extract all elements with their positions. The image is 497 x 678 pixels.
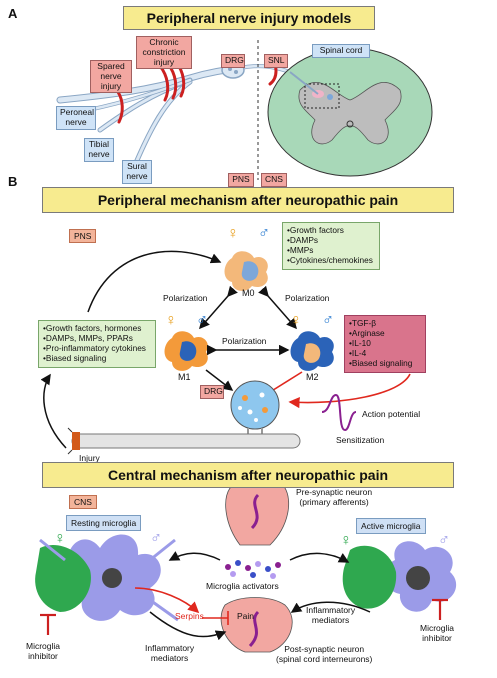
pre-synaptic-neuron <box>225 481 290 546</box>
m2-male-symbol: ♂ <box>322 312 334 329</box>
polarization-label-middle: Polarization <box>222 336 267 346</box>
microglia-inhibitor-right: Microglia inhibitor <box>420 623 455 643</box>
inhibitor-symbols <box>40 598 448 635</box>
action-potential-trace <box>321 393 357 432</box>
microglia-inhibitor-left: Microglia inhibitor <box>26 641 61 661</box>
m0-macrophage <box>224 251 268 291</box>
m2-factors-box: •TGF-β •Arginase •IL-10 •IL-4 •Biased si… <box>344 315 426 373</box>
m1-male-symbol: ♂ <box>196 312 208 329</box>
m0-male-symbol: ♂ <box>258 225 270 242</box>
drg-label: DRG <box>221 54 245 68</box>
m2-macrophage <box>290 331 334 371</box>
drg-label-b: DRG <box>200 385 224 399</box>
spinal-cord-label: Spinal cord <box>312 44 370 58</box>
polarization-arrows <box>40 250 297 449</box>
post-synaptic-neuron <box>220 597 293 653</box>
m2-factor: •TGF-β <box>349 318 377 328</box>
resting-microglia <box>35 534 179 622</box>
action-potential-label: Action potential <box>362 409 421 419</box>
serpins-label: Serpins <box>175 611 204 621</box>
microglia-activator-dots <box>225 560 281 579</box>
m0-factor: •MMPs <box>287 244 314 255</box>
m0-factors-box: •Growth factors •DAMPs •MMPs •Cytokines/… <box>282 222 380 270</box>
m1-factor: •Growth factors, hormones <box>43 323 142 333</box>
sensitization-label: Sensitization <box>336 435 385 445</box>
panel-a-title: Peripheral nerve injury models <box>123 6 375 30</box>
m2-female-symbol: ♀ <box>290 312 302 329</box>
resting-male-symbol: ♂ <box>150 530 162 547</box>
m1-factor: •DAMPs, MMPs, PPARs <box>43 332 133 343</box>
spared-nerve-injury-label: Spared nerve injury <box>90 60 132 94</box>
m2-factor: •Arginase <box>349 327 385 338</box>
tibial-nerve-label: Tibial nerve <box>84 138 114 162</box>
m2-factor: •IL-4 <box>349 347 367 358</box>
active-male-symbol: ♂ <box>438 532 450 549</box>
panel-c-arrows <box>149 551 371 641</box>
active-microglia-label: Active microglia <box>356 518 426 534</box>
m0-factor: •Cytokines/chemokines <box>287 254 373 265</box>
inflammatory-mediators-right: Inflammatory mediators <box>306 605 356 625</box>
active-female-symbol: ♀ <box>340 532 352 549</box>
polarization-label-right: Polarization <box>285 293 330 303</box>
m2-label: M2 <box>306 372 319 382</box>
m1-factor: •Pro-inflammatory cytokines <box>43 342 146 353</box>
spinal-cord <box>267 47 433 177</box>
m1-factors-box: •Growth factors, hormones •DAMPs, MMPs, … <box>38 320 156 368</box>
m2-factor: •IL-10 <box>349 337 371 348</box>
panel-a-letter: A <box>8 6 18 21</box>
pns-label-a: PNS <box>228 173 254 187</box>
m1-female-symbol: ♀ <box>165 312 177 329</box>
m0-factor: •Growth factors <box>287 225 344 235</box>
inflammatory-mediators-left: Inflammatory mediators <box>145 643 195 663</box>
m0-label: M0 <box>242 288 255 298</box>
snl-label: SNL <box>264 54 288 68</box>
post-synaptic-neuron-label: Post-synaptic neuron (spinal cord intern… <box>276 644 373 664</box>
cns-label-c: CNS <box>69 495 97 509</box>
peroneal-nerve-label: Peroneal nerve <box>56 106 96 130</box>
microglia-activators-label: Microglia activators <box>206 581 279 591</box>
cns-label-a: CNS <box>261 173 287 187</box>
serpins-arrow <box>134 587 229 625</box>
panel-c-title: Central mechanism after neuropathic pain <box>42 462 454 488</box>
injury-label: Injury <box>79 453 100 463</box>
panel-b-title: Peripheral mechanism after neuropathic p… <box>42 187 454 213</box>
m0-factor: •DAMPs <box>287 234 319 245</box>
drg-neuron <box>67 380 301 455</box>
m0-female-symbol: ♀ <box>227 225 239 242</box>
resting-microglia-label: Resting microglia <box>66 515 142 531</box>
panel-b-letter: B <box>8 174 18 189</box>
m1-label: M1 <box>178 372 191 382</box>
pain-label: Pain <box>237 611 255 621</box>
pns-label-b: PNS <box>69 229 97 243</box>
sural-nerve-label: Sural nerve <box>122 160 152 184</box>
m1-macrophage <box>164 331 208 371</box>
chronic-constriction-injury-label: Chronic constriction injury <box>136 36 192 70</box>
active-microglia <box>342 541 457 612</box>
m1-factor: •Biased signaling <box>43 352 107 363</box>
polarization-label-left: Polarization <box>163 293 208 303</box>
m2-factor: •Biased signaling <box>349 357 413 368</box>
resting-female-symbol: ♀ <box>54 530 66 547</box>
pre-synaptic-neuron-label: Pre-synaptic neuron (primary afferents) <box>296 487 373 507</box>
